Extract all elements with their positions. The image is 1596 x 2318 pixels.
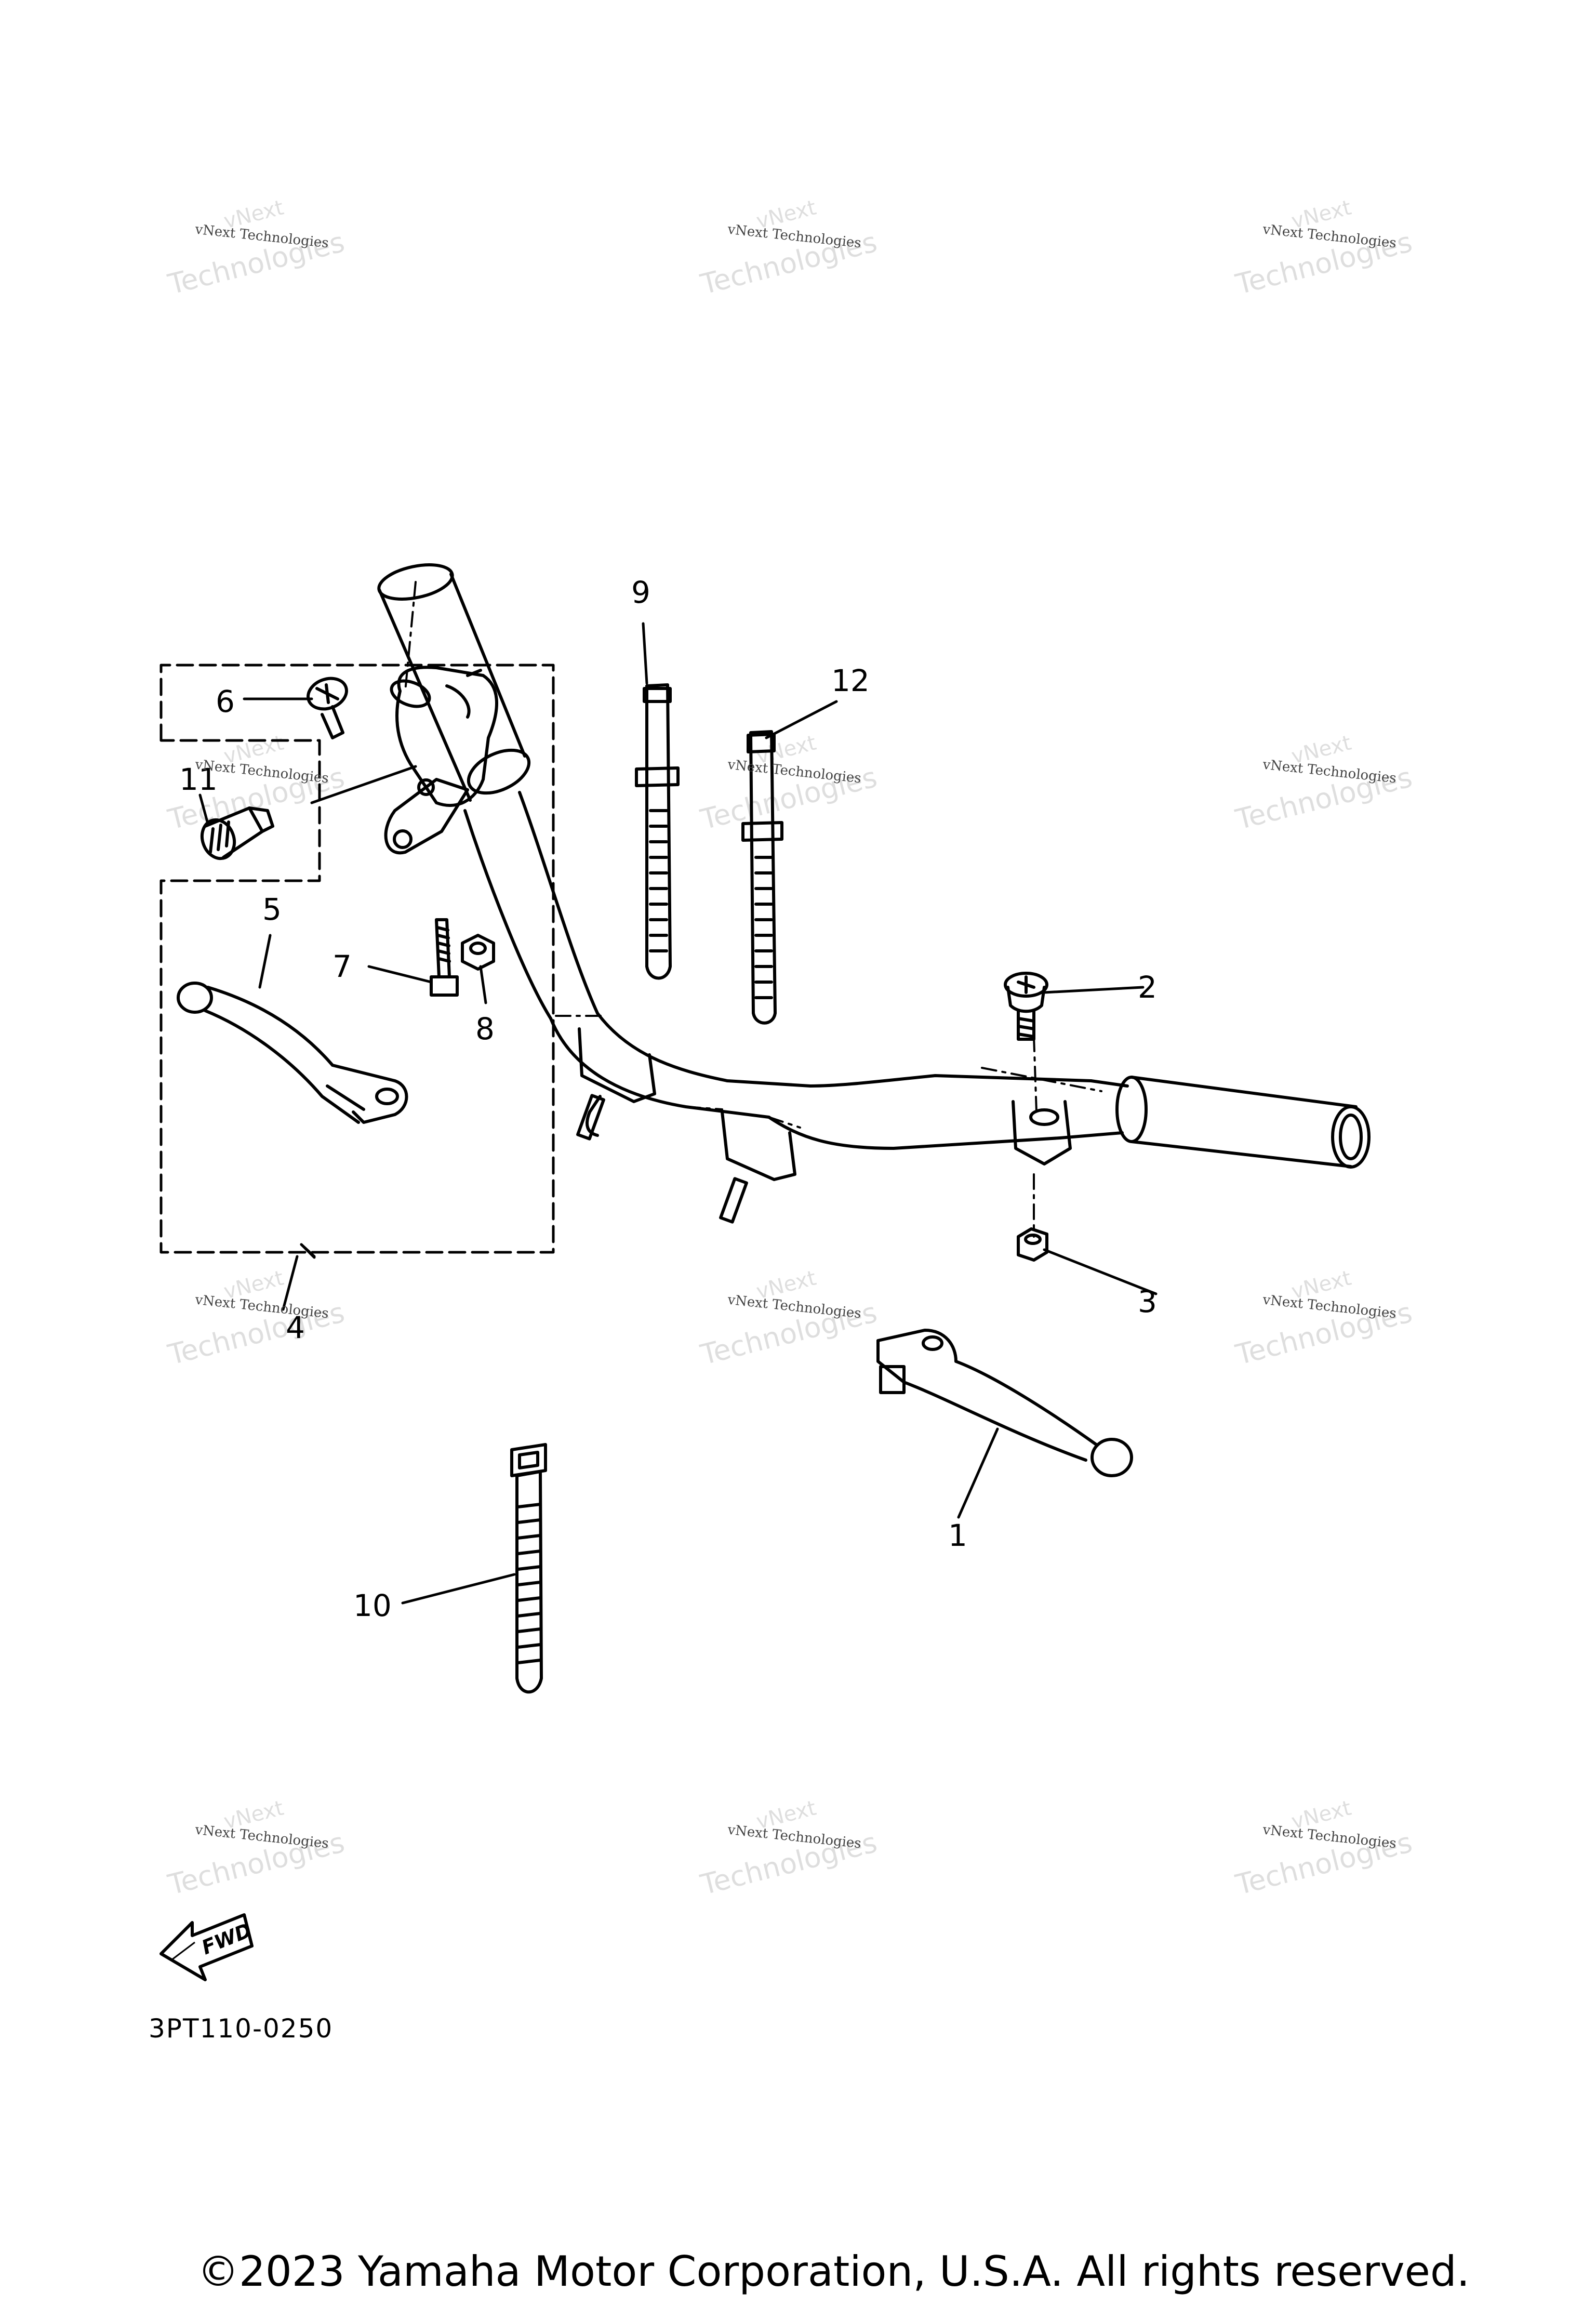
drawing-code: 3PT110-0250: [149, 2014, 334, 2044]
callout-7: 7: [332, 949, 352, 984]
lever-icon: [177, 982, 408, 1124]
cable-tie-icon: [635, 683, 680, 980]
assembly-bracket: [159, 664, 555, 1254]
fwd-label: FWD: [198, 1918, 255, 1959]
fwd-arrow-icon: FWD: [159, 1913, 255, 1981]
callout-9: 9: [631, 575, 650, 610]
cable-tie-icon: [510, 1443, 547, 1694]
adjuster-icon: [200, 806, 274, 860]
callout-leaders: [198, 622, 1158, 1605]
cable-tie-icon: [741, 730, 783, 1025]
callout-1: 1: [948, 1518, 967, 1553]
leader-dashes: [404, 581, 1102, 1238]
callout-11: 11: [179, 762, 218, 797]
bolt-icon: [1004, 972, 1048, 1041]
callout-8: 8: [475, 1011, 495, 1047]
callout-6: 6: [216, 684, 235, 719]
lever-icon: [876, 1329, 1133, 1477]
screw-icon: [307, 677, 348, 739]
nut-icon: [1017, 1227, 1048, 1262]
callout-5: 5: [262, 892, 282, 927]
callout-2: 2: [1138, 970, 1157, 1005]
callout-4: 4: [286, 1310, 305, 1345]
nut-icon: [461, 934, 495, 971]
callout-numbers: 6 11 5 7 8 4 9 12 2 3 1 10: [179, 575, 1157, 1623]
copyright-notice: ©2023 Yamaha Motor Corporation, U.S.A. A…: [197, 2247, 1470, 2296]
bolt-icon: [430, 918, 459, 997]
handlebar: [377, 563, 1371, 1224]
callout-12: 12: [831, 663, 870, 698]
callout-10: 10: [353, 1588, 392, 1623]
callout-3: 3: [1138, 1284, 1157, 1319]
